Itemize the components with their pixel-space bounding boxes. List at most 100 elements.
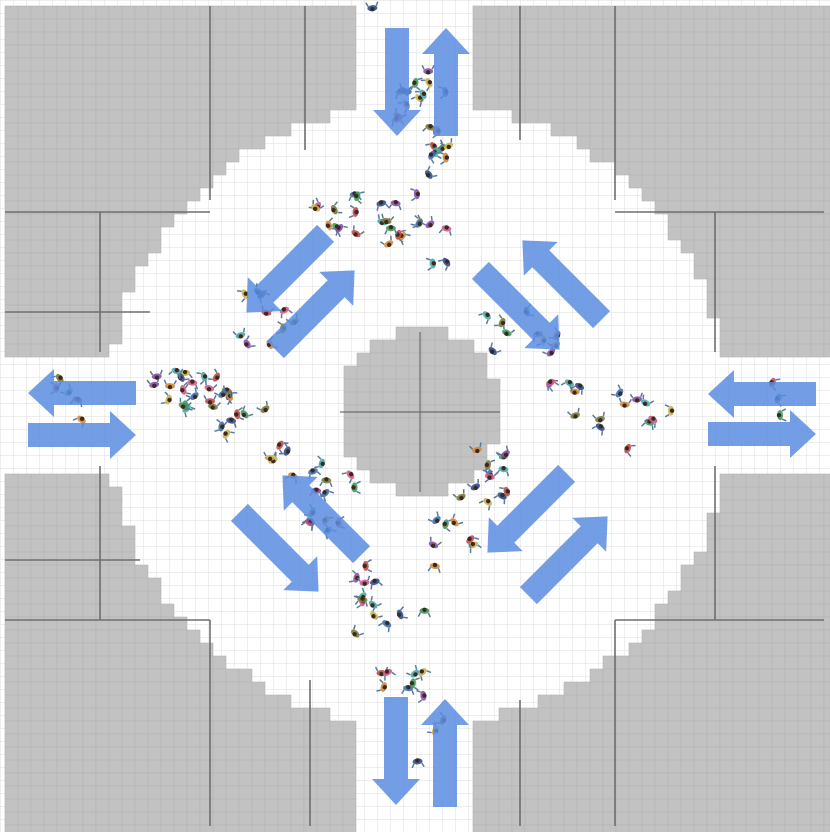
obstacle-cell bbox=[524, 31, 539, 46]
obstacle-cell bbox=[277, 824, 292, 832]
obstacle-cell bbox=[277, 18, 292, 33]
obstacle-cell bbox=[771, 551, 786, 566]
obstacle-cell bbox=[719, 538, 734, 553]
obstacle-cell bbox=[147, 785, 162, 800]
obstacle-cell bbox=[732, 655, 747, 670]
obstacle-cell bbox=[108, 824, 123, 832]
obstacle-cell bbox=[758, 135, 773, 150]
obstacle-cell bbox=[810, 486, 825, 501]
obstacle-cell bbox=[628, 733, 643, 748]
obstacle-cell bbox=[667, 122, 682, 137]
obstacle-cell bbox=[602, 798, 617, 813]
obstacle-cell bbox=[472, 772, 487, 787]
obstacle-cell bbox=[615, 135, 630, 150]
obstacle-cell bbox=[56, 213, 71, 228]
obstacle-cell bbox=[82, 5, 97, 20]
obstacle-cell bbox=[186, 187, 201, 202]
obstacle-cell bbox=[4, 187, 19, 202]
obstacle-cell bbox=[693, 811, 708, 826]
obstacle-cell bbox=[43, 811, 58, 826]
obstacle-cell bbox=[108, 759, 123, 774]
pedestrian-agent bbox=[411, 758, 425, 769]
island-cell bbox=[434, 469, 449, 484]
obstacle-cell bbox=[732, 486, 747, 501]
obstacle-cell bbox=[745, 473, 760, 488]
obstacle-cell bbox=[719, 70, 734, 85]
island-cell bbox=[460, 339, 475, 354]
pedestrian-agent bbox=[208, 368, 221, 382]
flow-arrow-east-entry bbox=[708, 370, 816, 418]
obstacle-cell bbox=[251, 798, 266, 813]
obstacle-cell bbox=[498, 798, 513, 813]
obstacle-cell bbox=[238, 798, 253, 813]
obstacle-cell bbox=[758, 733, 773, 748]
obstacle-cell bbox=[95, 239, 110, 254]
obstacle-cell bbox=[186, 655, 201, 670]
obstacle-cell bbox=[4, 44, 19, 59]
obstacle-cell bbox=[641, 31, 656, 46]
obstacle-cell bbox=[160, 83, 175, 98]
obstacle-cell bbox=[576, 798, 591, 813]
obstacle-cell bbox=[641, 187, 656, 202]
pedestrian-agent bbox=[424, 165, 438, 179]
obstacle-cell bbox=[758, 317, 773, 332]
obstacle-cell bbox=[745, 499, 760, 514]
obstacle-cell bbox=[251, 5, 266, 20]
obstacle-cell bbox=[238, 772, 253, 787]
obstacle-cell bbox=[498, 759, 513, 774]
obstacle-cell bbox=[69, 473, 84, 488]
obstacle-cell bbox=[134, 31, 149, 46]
obstacle-cell bbox=[173, 18, 188, 33]
obstacle-cell bbox=[810, 707, 825, 722]
obstacle-cell bbox=[69, 551, 84, 566]
obstacle-cell bbox=[30, 798, 45, 813]
obstacle-cell bbox=[108, 239, 123, 254]
obstacle-cell bbox=[667, 616, 682, 631]
obstacle-cell bbox=[732, 785, 747, 800]
obstacle-cell bbox=[56, 512, 71, 527]
obstacle-cell bbox=[550, 707, 565, 722]
obstacle-cell bbox=[17, 317, 32, 332]
island-cell bbox=[434, 352, 449, 367]
obstacle-cell bbox=[654, 96, 669, 111]
obstacle-cell bbox=[693, 824, 708, 832]
obstacle-cell bbox=[108, 265, 123, 280]
obstacle-cell bbox=[797, 96, 812, 111]
obstacle-cell bbox=[524, 785, 539, 800]
obstacle-cell bbox=[706, 759, 721, 774]
obstacle-cell bbox=[563, 746, 578, 761]
obstacle-cell bbox=[758, 96, 773, 111]
obstacle-cell bbox=[693, 213, 708, 228]
island-cell bbox=[382, 443, 397, 458]
obstacle-cell bbox=[134, 57, 149, 72]
obstacle-cell bbox=[797, 707, 812, 722]
pedestrian-agent bbox=[644, 415, 658, 428]
obstacle-cell bbox=[199, 733, 214, 748]
obstacle-cell bbox=[17, 161, 32, 176]
pedestrian-agent bbox=[776, 408, 787, 422]
pedestrian-agent bbox=[180, 381, 191, 395]
obstacle-cell bbox=[784, 720, 799, 735]
obstacle-cell bbox=[95, 213, 110, 228]
obstacle-cell bbox=[56, 317, 71, 332]
obstacle-cell bbox=[485, 57, 500, 72]
obstacle-cell bbox=[238, 57, 253, 72]
island-cell bbox=[447, 339, 462, 354]
obstacle-cell bbox=[30, 265, 45, 280]
pedestrian-agent bbox=[232, 327, 246, 339]
obstacle-cell bbox=[498, 31, 513, 46]
obstacle-cell bbox=[160, 96, 175, 111]
obstacle-cell bbox=[511, 31, 526, 46]
obstacle-cell bbox=[134, 226, 149, 241]
pedestrian-agent bbox=[396, 606, 408, 620]
obstacle-cell bbox=[82, 252, 97, 267]
obstacle-cell bbox=[732, 746, 747, 761]
obstacle-cell bbox=[43, 603, 58, 618]
obstacle-cell bbox=[784, 668, 799, 683]
obstacle-cell bbox=[758, 512, 773, 527]
obstacle-cell bbox=[680, 83, 695, 98]
obstacle-cell bbox=[732, 135, 747, 150]
obstacle-cell bbox=[693, 174, 708, 189]
obstacle-cell bbox=[706, 798, 721, 813]
obstacle-cell bbox=[82, 265, 97, 280]
